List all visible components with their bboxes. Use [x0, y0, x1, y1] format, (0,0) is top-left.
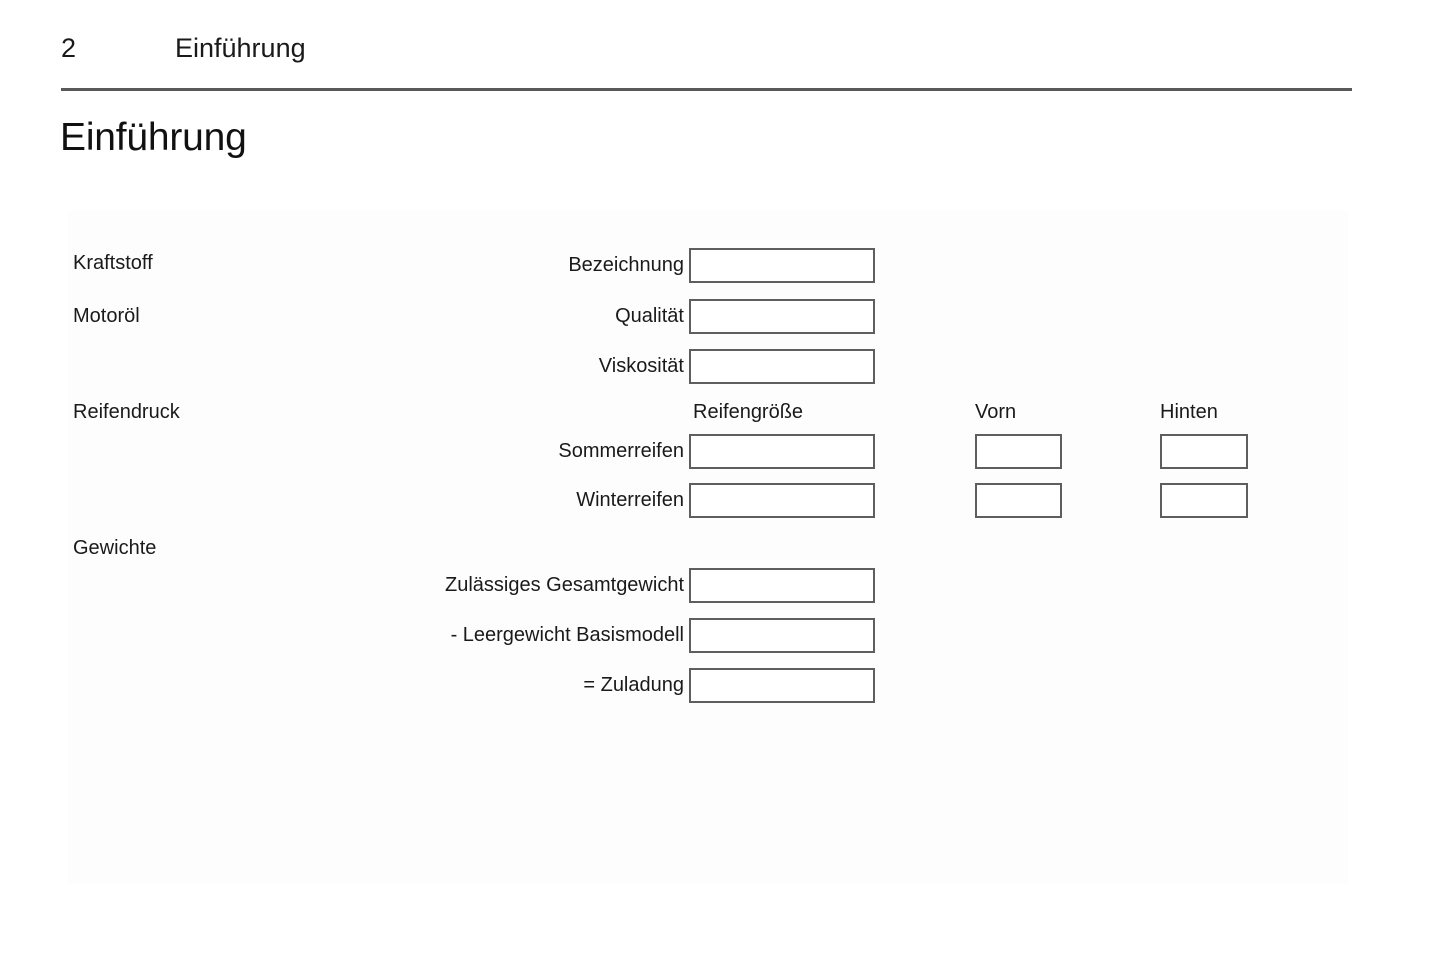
section-label-motoroel: Motoröl — [73, 305, 140, 327]
header-divider — [61, 88, 1352, 91]
field-label-leergewicht-basismodell: - Leergewicht Basismodell — [450, 624, 684, 646]
input-zuladung[interactable] — [689, 668, 875, 703]
input-viskositaet[interactable] — [689, 349, 875, 384]
field-label-viskositaet: Viskosität — [598, 355, 684, 377]
input-sommerreifen-hinten[interactable] — [1160, 434, 1248, 469]
input-sommerreifen-vorn[interactable] — [975, 434, 1062, 469]
input-qualitaet[interactable] — [689, 299, 875, 334]
section-label-gewichte: Gewichte — [73, 537, 157, 559]
input-winterreifen-vorn[interactable] — [975, 483, 1062, 518]
page-number: 2 — [61, 33, 77, 63]
field-label-qualitaet: Qualität — [615, 305, 684, 327]
field-label-zuladung: = Zuladung — [583, 674, 684, 696]
field-label-zulaessiges-gesamtgewicht: Zulässiges Gesamtgewicht — [445, 574, 684, 596]
section-label-kraftstoff: Kraftstoff — [73, 252, 153, 274]
row-label-winterreifen: Winterreifen — [576, 489, 684, 511]
input-sommerreifen-reifengroesse[interactable] — [689, 434, 875, 469]
input-winterreifen-hinten[interactable] — [1160, 483, 1248, 518]
page-title: Einführung — [60, 116, 247, 159]
column-header-hinten: Hinten — [1160, 401, 1218, 423]
row-label-sommerreifen: Sommerreifen — [558, 440, 684, 462]
input-zulaessiges-gesamtgewicht[interactable] — [689, 568, 875, 603]
column-header-vorn: Vorn — [975, 401, 1017, 423]
input-winterreifen-reifengroesse[interactable] — [689, 483, 875, 518]
input-bezeichnung[interactable] — [689, 248, 875, 283]
input-leergewicht-basismodell[interactable] — [689, 618, 875, 653]
column-header-reifengroesse: Reifengröße — [693, 401, 804, 423]
running-header: 2 Einführung — [61, 28, 1353, 68]
chapter-name: Einführung — [175, 33, 306, 63]
section-label-reifendruck: Reifendruck — [73, 401, 180, 423]
field-label-bezeichnung: Bezeichnung — [568, 254, 684, 276]
